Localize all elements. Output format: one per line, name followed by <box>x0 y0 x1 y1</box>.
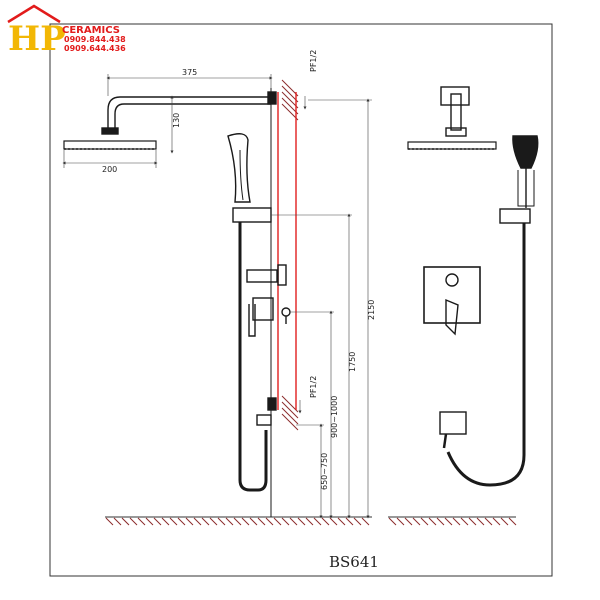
drawing-frame <box>49 23 553 577</box>
hatch-mark <box>345 517 354 526</box>
hatch-mark <box>273 517 282 526</box>
hatch-mark <box>436 517 445 526</box>
hatch-mark <box>452 517 461 526</box>
hatch-mark <box>460 517 469 526</box>
floor-right <box>388 516 517 526</box>
hatch-mark <box>321 517 330 526</box>
side-view-shower <box>63 88 291 517</box>
hatch-mark <box>249 517 258 526</box>
hatch-mark <box>412 517 421 526</box>
house-icon <box>7 4 61 24</box>
logo-letters: HP <box>8 19 66 59</box>
total-height-label: 2150 <box>367 300 376 320</box>
hatch-mark <box>492 517 501 526</box>
hatch-mark <box>281 413 299 431</box>
hatch-mark <box>353 517 362 526</box>
hatch-mark <box>121 517 130 526</box>
hatch-mark <box>500 517 509 526</box>
arm-drop-label: 130 <box>172 113 181 128</box>
hatch-mark <box>129 517 138 526</box>
model-number: BS641 <box>329 553 379 571</box>
hatch-mark <box>305 517 314 526</box>
hatch-mark <box>476 517 485 526</box>
arm-length-label: 375 <box>182 68 197 77</box>
hatch-mark <box>468 517 477 526</box>
hatch-mark <box>388 517 397 526</box>
bracket-height-label: 1750 <box>348 352 357 372</box>
hatch-mark <box>428 517 437 526</box>
bottom-inlet-label: PF1/2 <box>309 376 318 398</box>
hatch-mark <box>508 517 517 526</box>
head-width-label: 200 <box>102 165 117 174</box>
hatch-mark <box>289 517 298 526</box>
hatch-mark <box>281 401 299 419</box>
hatch-mark <box>193 517 202 526</box>
company-logo: HP CERAMICS 0909.844.438 0909.644.436 <box>7 4 126 59</box>
hatch-mark <box>145 517 154 526</box>
logo-phone-1: 0909.844.438 <box>64 35 126 44</box>
hatch-mark <box>297 517 306 526</box>
hatch-mark <box>201 517 210 526</box>
hatch-mark <box>225 517 234 526</box>
hatch-mark <box>404 517 413 526</box>
hatch-mark <box>329 517 338 526</box>
hatch-mark <box>420 517 429 526</box>
hatch-mark <box>105 517 114 526</box>
dimension-lines <box>62 74 372 519</box>
hatch-mark <box>161 517 170 526</box>
mixer-range-label: 900~1000 <box>330 396 339 438</box>
hatch-mark <box>217 517 226 526</box>
hatch-mark <box>444 517 453 526</box>
hatch-mark <box>257 517 266 526</box>
hatch-mark <box>337 517 346 526</box>
hatch-mark <box>113 517 122 526</box>
hatch-mark <box>313 517 322 526</box>
hatch-mark <box>361 517 370 526</box>
hatch-mark <box>281 517 290 526</box>
hatch-mark <box>209 517 218 526</box>
hatch-mark <box>185 517 194 526</box>
hatch-mark <box>396 517 405 526</box>
hatch-mark <box>177 517 186 526</box>
hatch-mark <box>233 517 242 526</box>
hatch-mark <box>169 517 178 526</box>
hatch-mark <box>153 517 162 526</box>
water-pipes <box>277 92 297 410</box>
hatch-mark <box>484 517 493 526</box>
hatch-mark <box>241 517 250 526</box>
front-view-shower <box>407 86 539 487</box>
inlet-range-label: 650~750 <box>320 453 329 490</box>
hatch-mark <box>281 407 299 425</box>
logo-phone-2: 0909.644.436 <box>64 44 126 53</box>
hatch-mark <box>137 517 146 526</box>
floor-left <box>105 516 372 526</box>
top-inlet-label: PF1/2 <box>309 50 318 72</box>
logo-brand-name: CERAMICS <box>62 25 120 36</box>
hatch-mark <box>265 517 274 526</box>
